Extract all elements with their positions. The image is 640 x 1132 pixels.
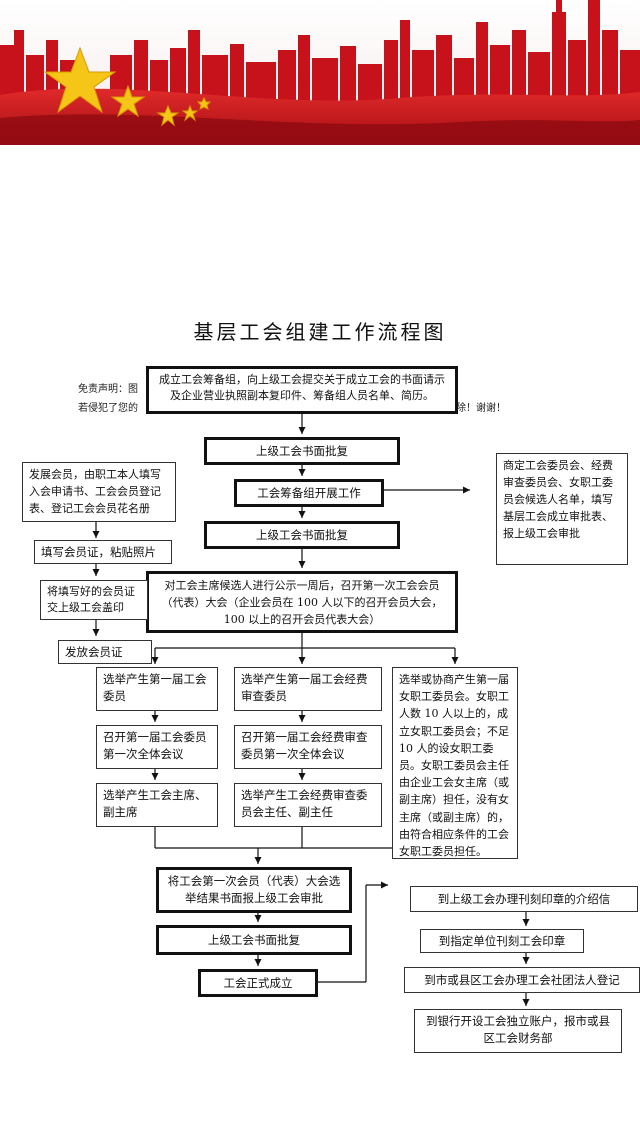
step-elect-audit-director: 选举产生工会经费审查委员会主任、副主任 [234, 783, 382, 827]
step-committee-meeting: 召开第一届工会委员第一次全体会议 [96, 725, 218, 769]
page-title: 基层工会组建工作流程图 [193, 320, 447, 344]
step-preparatory-work: 工会筹备组开展工作 [234, 479, 384, 507]
step-legal-person-registration: 到市或县区工会办理工会社团法人登记 [404, 967, 640, 993]
step-elect-audit-committee: 选举产生第一届工会经费审查委员 [234, 667, 382, 711]
step-fill-member-card: 填写会员证，粘贴照片 [34, 540, 172, 564]
step-superior-approval-2: 上级工会书面批复 [204, 521, 400, 549]
star-icon [156, 104, 180, 127]
step-develop-members: 发展会员，由职工本人填写入会申请书、工会会员登记表、登记工会会员花名册 [22, 462, 176, 522]
step-report-election-results: 将工会第一次会员（代表）大会选举结果书面报上级工会审批 [156, 867, 352, 913]
step-superior-approval-3: 上级工会书面批复 [156, 925, 352, 955]
step-union-established: 工会正式成立 [198, 969, 318, 997]
disclaimer-line-2: 若侵犯了您的 [78, 403, 138, 414]
step-elect-chairman: 选举产生工会主席、副主席 [96, 783, 218, 827]
disclaimer-line-1: 免责声明：图 [78, 384, 138, 395]
step-elect-committee: 选举产生第一届工会委员 [96, 667, 218, 711]
step-carve-seal: 到指定单位刊刻工会印章 [420, 929, 584, 953]
star-icon [181, 104, 199, 122]
star-icon [110, 84, 146, 118]
step-seal-introduction-letter: 到上级工会办理刊刻印章的介绍信 [410, 886, 638, 912]
step-stamp-member-card: 将填写好的会员证交上级工会盖印 [40, 580, 148, 620]
step-issue-member-card: 发放会员证 [58, 640, 152, 664]
step-open-bank-account: 到银行开设工会独立账户，报市或县区工会财务部 [414, 1009, 622, 1053]
big-star-icon [43, 46, 117, 114]
step-establish-preparatory-group: 成立工会筹备组，向上级工会提交关于成立工会的书面请示及企业营业执照副本复印件、筹… [146, 366, 458, 414]
step-candidate-list: 商定工会委员会、经费审查委员会、女职工委员会候选人名单，填写基层工会成立审批表、… [496, 453, 628, 565]
step-women-committee: 选举或协商产生第一届女职工委员会。女职工人数 10 人以上的，成立女职工委员会；… [392, 667, 518, 859]
star-icon [196, 96, 212, 110]
step-first-member-congress: 对工会主席候选人进行公示一周后，召开第一次工会会员（代表）大会（企业会员在 10… [146, 571, 458, 633]
disclaimer-line-2-end: 删除！谢谢！ [446, 403, 506, 414]
step-audit-committee-meeting: 召开第一届工会经费审查委员第一次全体会议 [234, 725, 382, 769]
city-skyline-banner [0, 0, 640, 145]
step-superior-approval-1: 上级工会书面批复 [204, 437, 400, 465]
header-banner [0, 0, 640, 145]
